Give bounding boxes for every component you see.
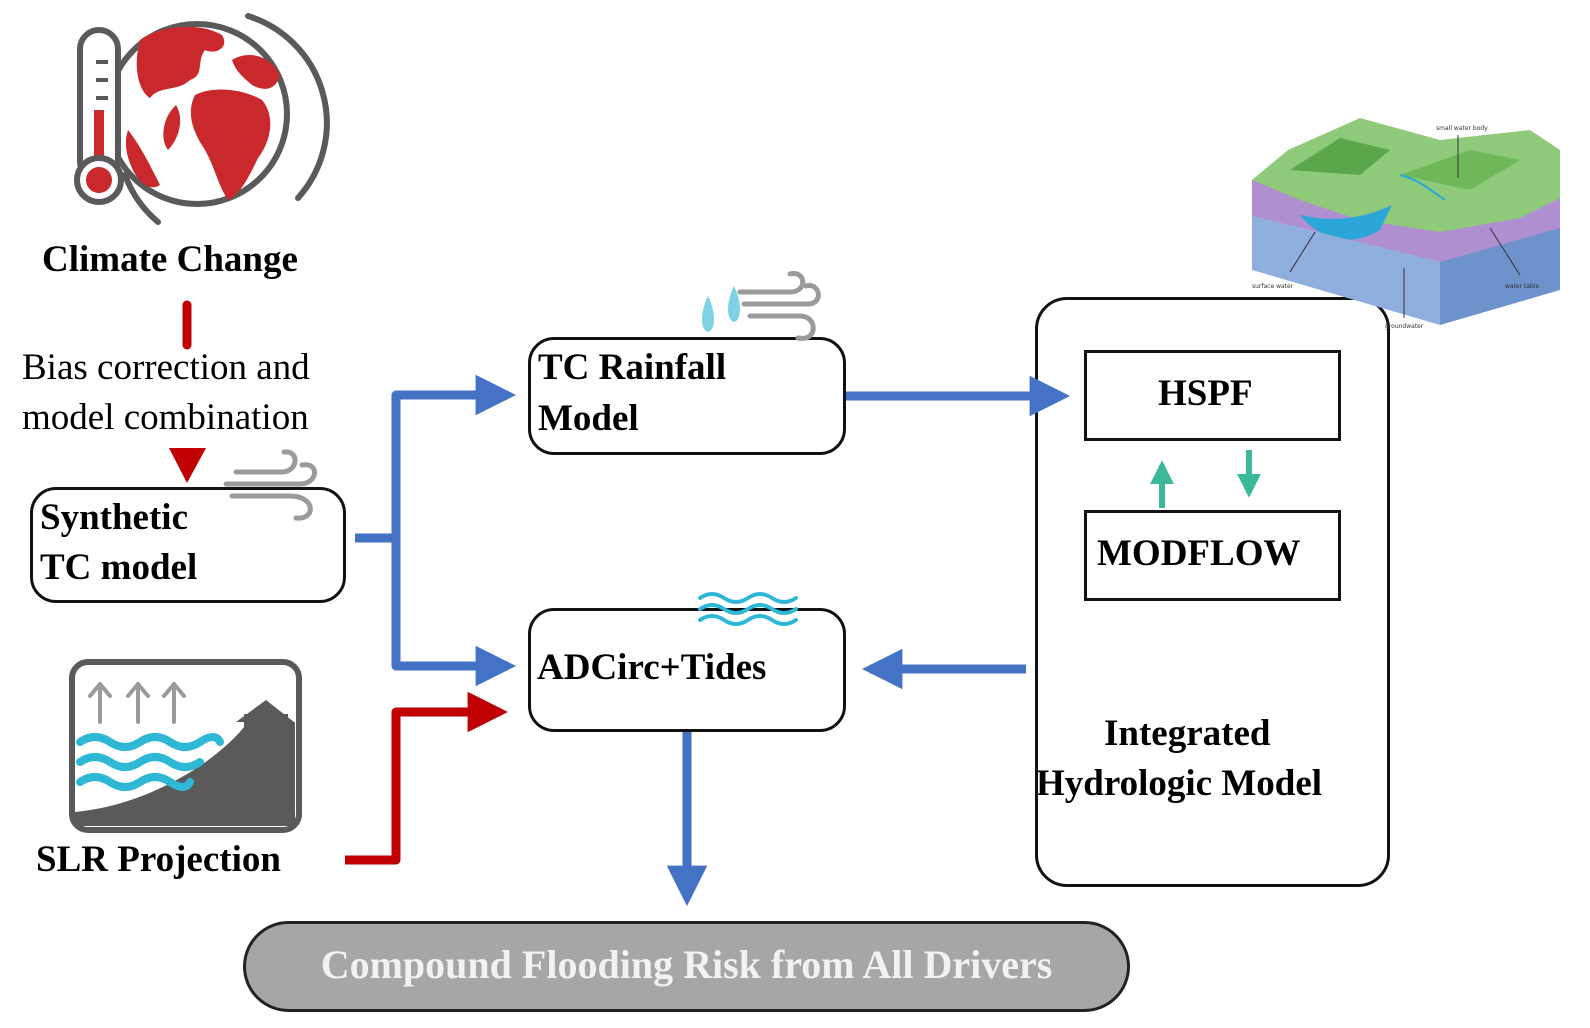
- watershed-label-water-table: water table: [1505, 283, 1540, 290]
- adcirc-tides-label: ADCirc+Tides: [537, 647, 767, 688]
- rain-wind-icon: [702, 271, 821, 341]
- blue-branch-connector: [355, 374, 517, 543]
- slr-to-adcirc-arrow: [345, 691, 509, 865]
- tc-rainfall-model-box: [528, 337, 846, 455]
- tc-rainfall-label-line2: Model: [538, 398, 639, 439]
- watershed-label-small-water-body: small water body: [1436, 125, 1488, 132]
- bias-correction-line2: model combination: [22, 397, 309, 438]
- slr-projection-label: SLR Projection: [36, 839, 281, 880]
- bias-correction-line1: Bias correction and: [22, 347, 310, 388]
- hspf-label: HSPF: [1158, 373, 1253, 414]
- tc-rainfall-label-line1: TC Rainfall: [538, 347, 727, 388]
- compound-flooding-risk-box: [243, 921, 1130, 1012]
- blue-branch-lower-connector: [391, 538, 517, 687]
- synthetic-tc-label-line2: TC model: [40, 547, 198, 588]
- waves-icon: [698, 592, 798, 626]
- climate-change-label: Climate Change: [42, 239, 298, 280]
- watershed-label-groundwater: groundwater: [1385, 323, 1424, 330]
- compound-flooding-risk-label: Compound Flooding Risk from All Drivers: [320, 942, 1053, 987]
- watershed-cross-section-icon: small water body surface water water tab…: [1252, 118, 1560, 330]
- sea-level-rise-icon: [69, 659, 302, 833]
- integrated-label-line2: Hydrologic Model: [1036, 763, 1323, 804]
- modflow-label: MODFLOW: [1097, 533, 1301, 574]
- integrated-label-line1: Integrated: [1104, 713, 1271, 754]
- synthetic-tc-model-box: [30, 487, 346, 603]
- red-down-arrowhead: [169, 448, 206, 483]
- synthetic-tc-label-line1: Synthetic: [40, 497, 188, 538]
- hspf-box: [1084, 350, 1341, 441]
- modflow-box: [1084, 510, 1341, 601]
- thermometer-globe-icon: [74, 13, 330, 225]
- watershed-label-surface-water: surface water: [1252, 283, 1294, 290]
- wind-icon: [223, 449, 317, 521]
- adcirc-tides-box: [528, 608, 846, 732]
